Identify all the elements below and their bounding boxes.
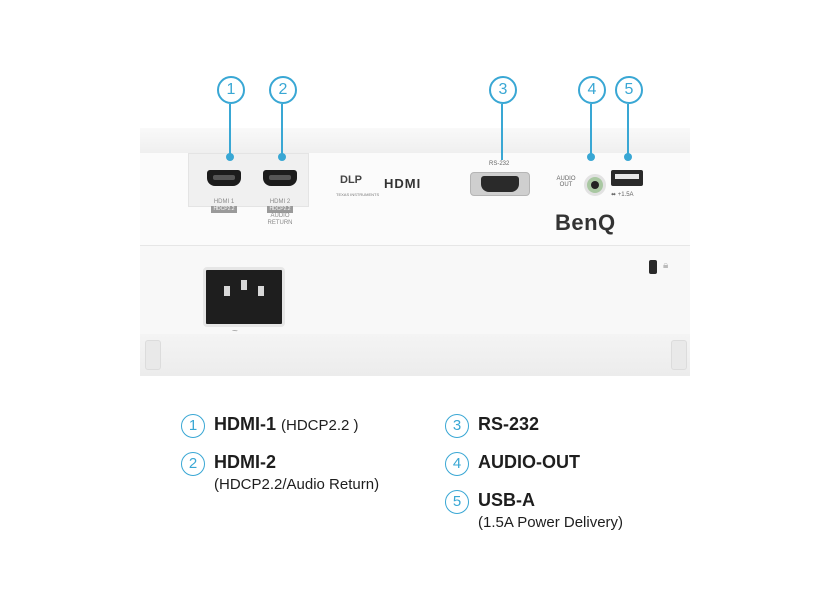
legend-num-4: 4 (445, 452, 469, 476)
hdmi2-port-label: HDMI 2 HDCP2.2 AUDIO RETURN (262, 199, 298, 227)
callout-2-dot (278, 153, 286, 161)
projector-foot-left (145, 340, 161, 370)
hdmi-logo: HDMI (384, 176, 422, 191)
usb-icon: ⬌ (611, 192, 617, 198)
hdmi1-port-label: HDMI 1 HDCP2.2 (206, 199, 242, 213)
legend-title-2: HDMI-2 (214, 452, 276, 472)
callout-2-leader (281, 104, 283, 157)
security-lock-slot (649, 260, 657, 274)
callout-3: 3 (489, 76, 517, 104)
audio-port-label-2: OUT (559, 182, 573, 188)
legend-num-5: 5 (445, 490, 469, 514)
hdmi2-port (263, 170, 297, 186)
ac-symbol: ~ (232, 326, 238, 337)
brand-logo: BenQ (555, 210, 616, 235)
callout-5-dot (624, 153, 632, 161)
callout-1: 1 (217, 76, 245, 104)
legend-title-4: AUDIO-OUT (478, 452, 580, 472)
callout-4-leader (590, 104, 592, 157)
usb-a-port (611, 170, 643, 186)
callout-3-leader (501, 104, 503, 160)
callout-1-dot (226, 153, 234, 161)
lock-icon: 🔒︎ (663, 260, 669, 271)
callout-2: 2 (269, 76, 297, 104)
hdmi2-port-sub1: AUDIO (270, 213, 290, 219)
callout-4: 4 (578, 76, 606, 104)
hdmi2-port-tag: HDCP2.2 (267, 206, 293, 213)
usb-port-current: +1.5A (617, 192, 634, 198)
hdmi1-port-tag: HDCP2.2 (211, 206, 237, 213)
hdmi1-port (207, 170, 241, 186)
rs232-port-label: RS-232 (489, 161, 510, 167)
legend-num-3: 3 (445, 414, 469, 438)
dlp-logo: DLP (340, 174, 362, 186)
power-inlet (203, 267, 285, 327)
projector-top-shell (140, 128, 690, 154)
callout-5: 5 (615, 76, 643, 104)
hdmi1-port-name: HDMI 1 (213, 199, 235, 205)
legend-item-1: HDMI-1 (HDCP2.2 ) (214, 414, 359, 435)
legend-num-2: 2 (181, 452, 205, 476)
hdmi2-port-sub2: RETURN (267, 220, 293, 226)
hdmi2-port-name: HDMI 2 (269, 199, 291, 205)
legend-title-1: HDMI-1 (214, 414, 276, 434)
callout-1-leader (229, 104, 231, 157)
projector-base (140, 334, 690, 376)
audio-port-label-1: AUDIO (556, 176, 576, 182)
legend-title-5: USB-A (478, 490, 535, 510)
legend-title-3: RS-232 (478, 414, 540, 434)
callout-5-leader (627, 104, 629, 157)
usb-port-label: ⬌ +1.5A (611, 191, 634, 198)
rs232-port (470, 172, 530, 196)
dlp-logo-sub: TEXAS INSTRUMENTS (336, 192, 380, 197)
projector-foot-right (671, 340, 687, 370)
legend-note-5: (1.5A Power Delivery) (478, 514, 624, 531)
audio-port-label: AUDIO OUT (552, 176, 580, 188)
legend-num-1: 1 (181, 414, 205, 438)
callout-4-dot (587, 153, 595, 161)
audio-out-jack (584, 174, 606, 196)
legend-note-1: (HDCP2.2 ) (281, 417, 359, 434)
legend-note-2: (HDCP2.2/Audio Return) (214, 476, 380, 493)
